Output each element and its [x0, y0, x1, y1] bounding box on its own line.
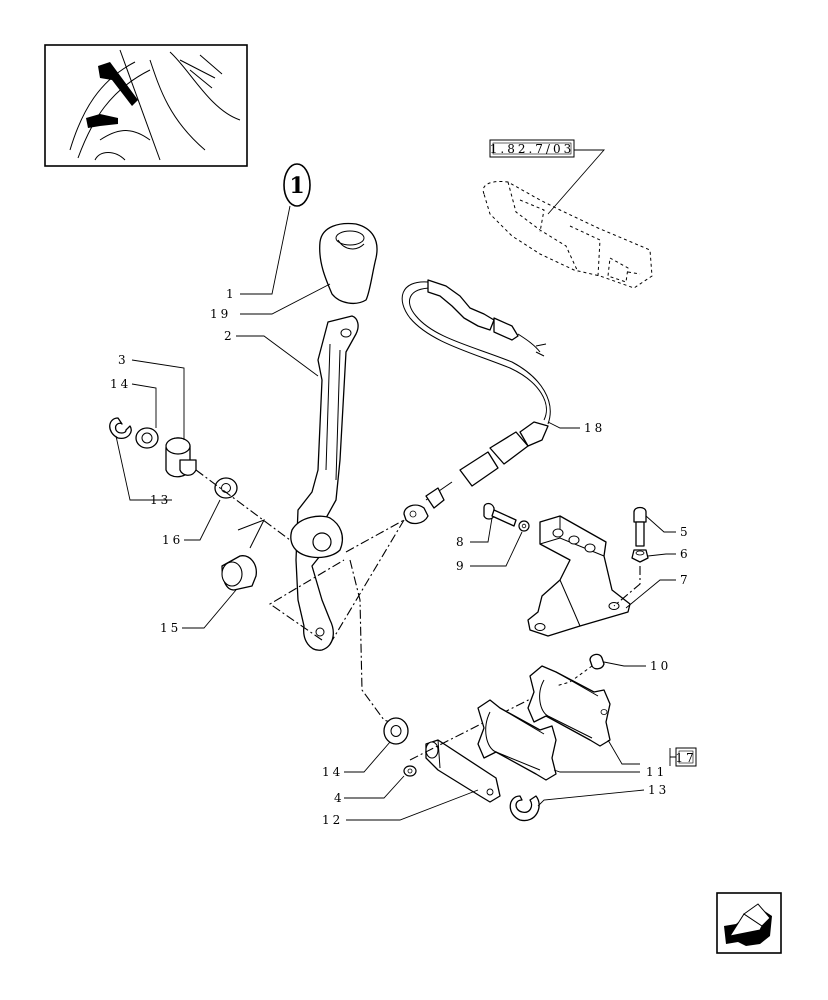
label-13-bottom: 13	[648, 783, 669, 797]
label-4: 4	[334, 791, 345, 805]
label-19: 19	[210, 307, 231, 321]
circlip-13-top[interactable]	[109, 417, 132, 439]
washer-14-bottom[interactable]	[383, 717, 409, 745]
label-13-top: 13	[150, 493, 171, 507]
label-1: 1	[226, 287, 237, 301]
group-reference-label: 1.82.7/03	[490, 142, 574, 156]
screw-10[interactable]	[555, 653, 605, 687]
cable-support-bracket[interactable]	[527, 515, 631, 637]
pin-12[interactable]	[425, 739, 501, 803]
hydraulic-valve-phantom	[482, 181, 653, 289]
gear-lever-knob[interactable]	[319, 222, 378, 305]
label-11: 11	[646, 765, 667, 779]
bolt-8[interactable]	[483, 502, 517, 527]
washer-9[interactable]	[518, 520, 530, 532]
label-8: 8	[456, 535, 467, 549]
label-15: 15	[160, 621, 181, 635]
leader-lines	[115, 205, 676, 821]
label-14-bottom: 14	[322, 765, 343, 779]
washer-16[interactable]	[214, 477, 238, 499]
bushing-15[interactable]	[221, 555, 257, 591]
group-reference[interactable]: 1.82.7/03	[489, 139, 575, 158]
callout-badge: 1	[283, 163, 311, 207]
return-arrow-icon[interactable]	[716, 892, 782, 954]
control-cable[interactable]	[401, 279, 551, 525]
circlip-13-bottom[interactable]	[509, 795, 540, 822]
tractor-cab-lever-location-icon	[69, 49, 241, 161]
location-thumbnail[interactable]	[44, 44, 248, 167]
label-14-top: 14	[110, 377, 131, 391]
bolt-5[interactable]	[633, 506, 647, 547]
bushing-3[interactable]	[165, 437, 197, 478]
label-9: 9	[456, 559, 467, 573]
washer-14-top[interactable]	[135, 427, 159, 449]
label-12: 12	[322, 813, 343, 827]
label-3: 3	[118, 353, 129, 367]
kit-reference[interactable]: 17	[675, 747, 697, 767]
callout-number: 1	[289, 173, 304, 199]
clamp-half-11b[interactable]	[527, 665, 611, 747]
nut-6[interactable]	[631, 549, 649, 563]
label-5: 5	[680, 525, 691, 539]
label-10: 10	[650, 659, 671, 673]
label-16: 16	[162, 533, 183, 547]
kit-reference-label: 17	[675, 751, 696, 765]
gear-lever-arm[interactable]	[290, 315, 359, 651]
label-18: 18	[584, 421, 605, 435]
label-6: 6	[680, 547, 691, 561]
label-2: 2	[224, 329, 235, 343]
label-7: 7	[680, 573, 691, 587]
clamp-half-11[interactable]	[477, 699, 557, 781]
washer-4[interactable]	[403, 765, 417, 777]
